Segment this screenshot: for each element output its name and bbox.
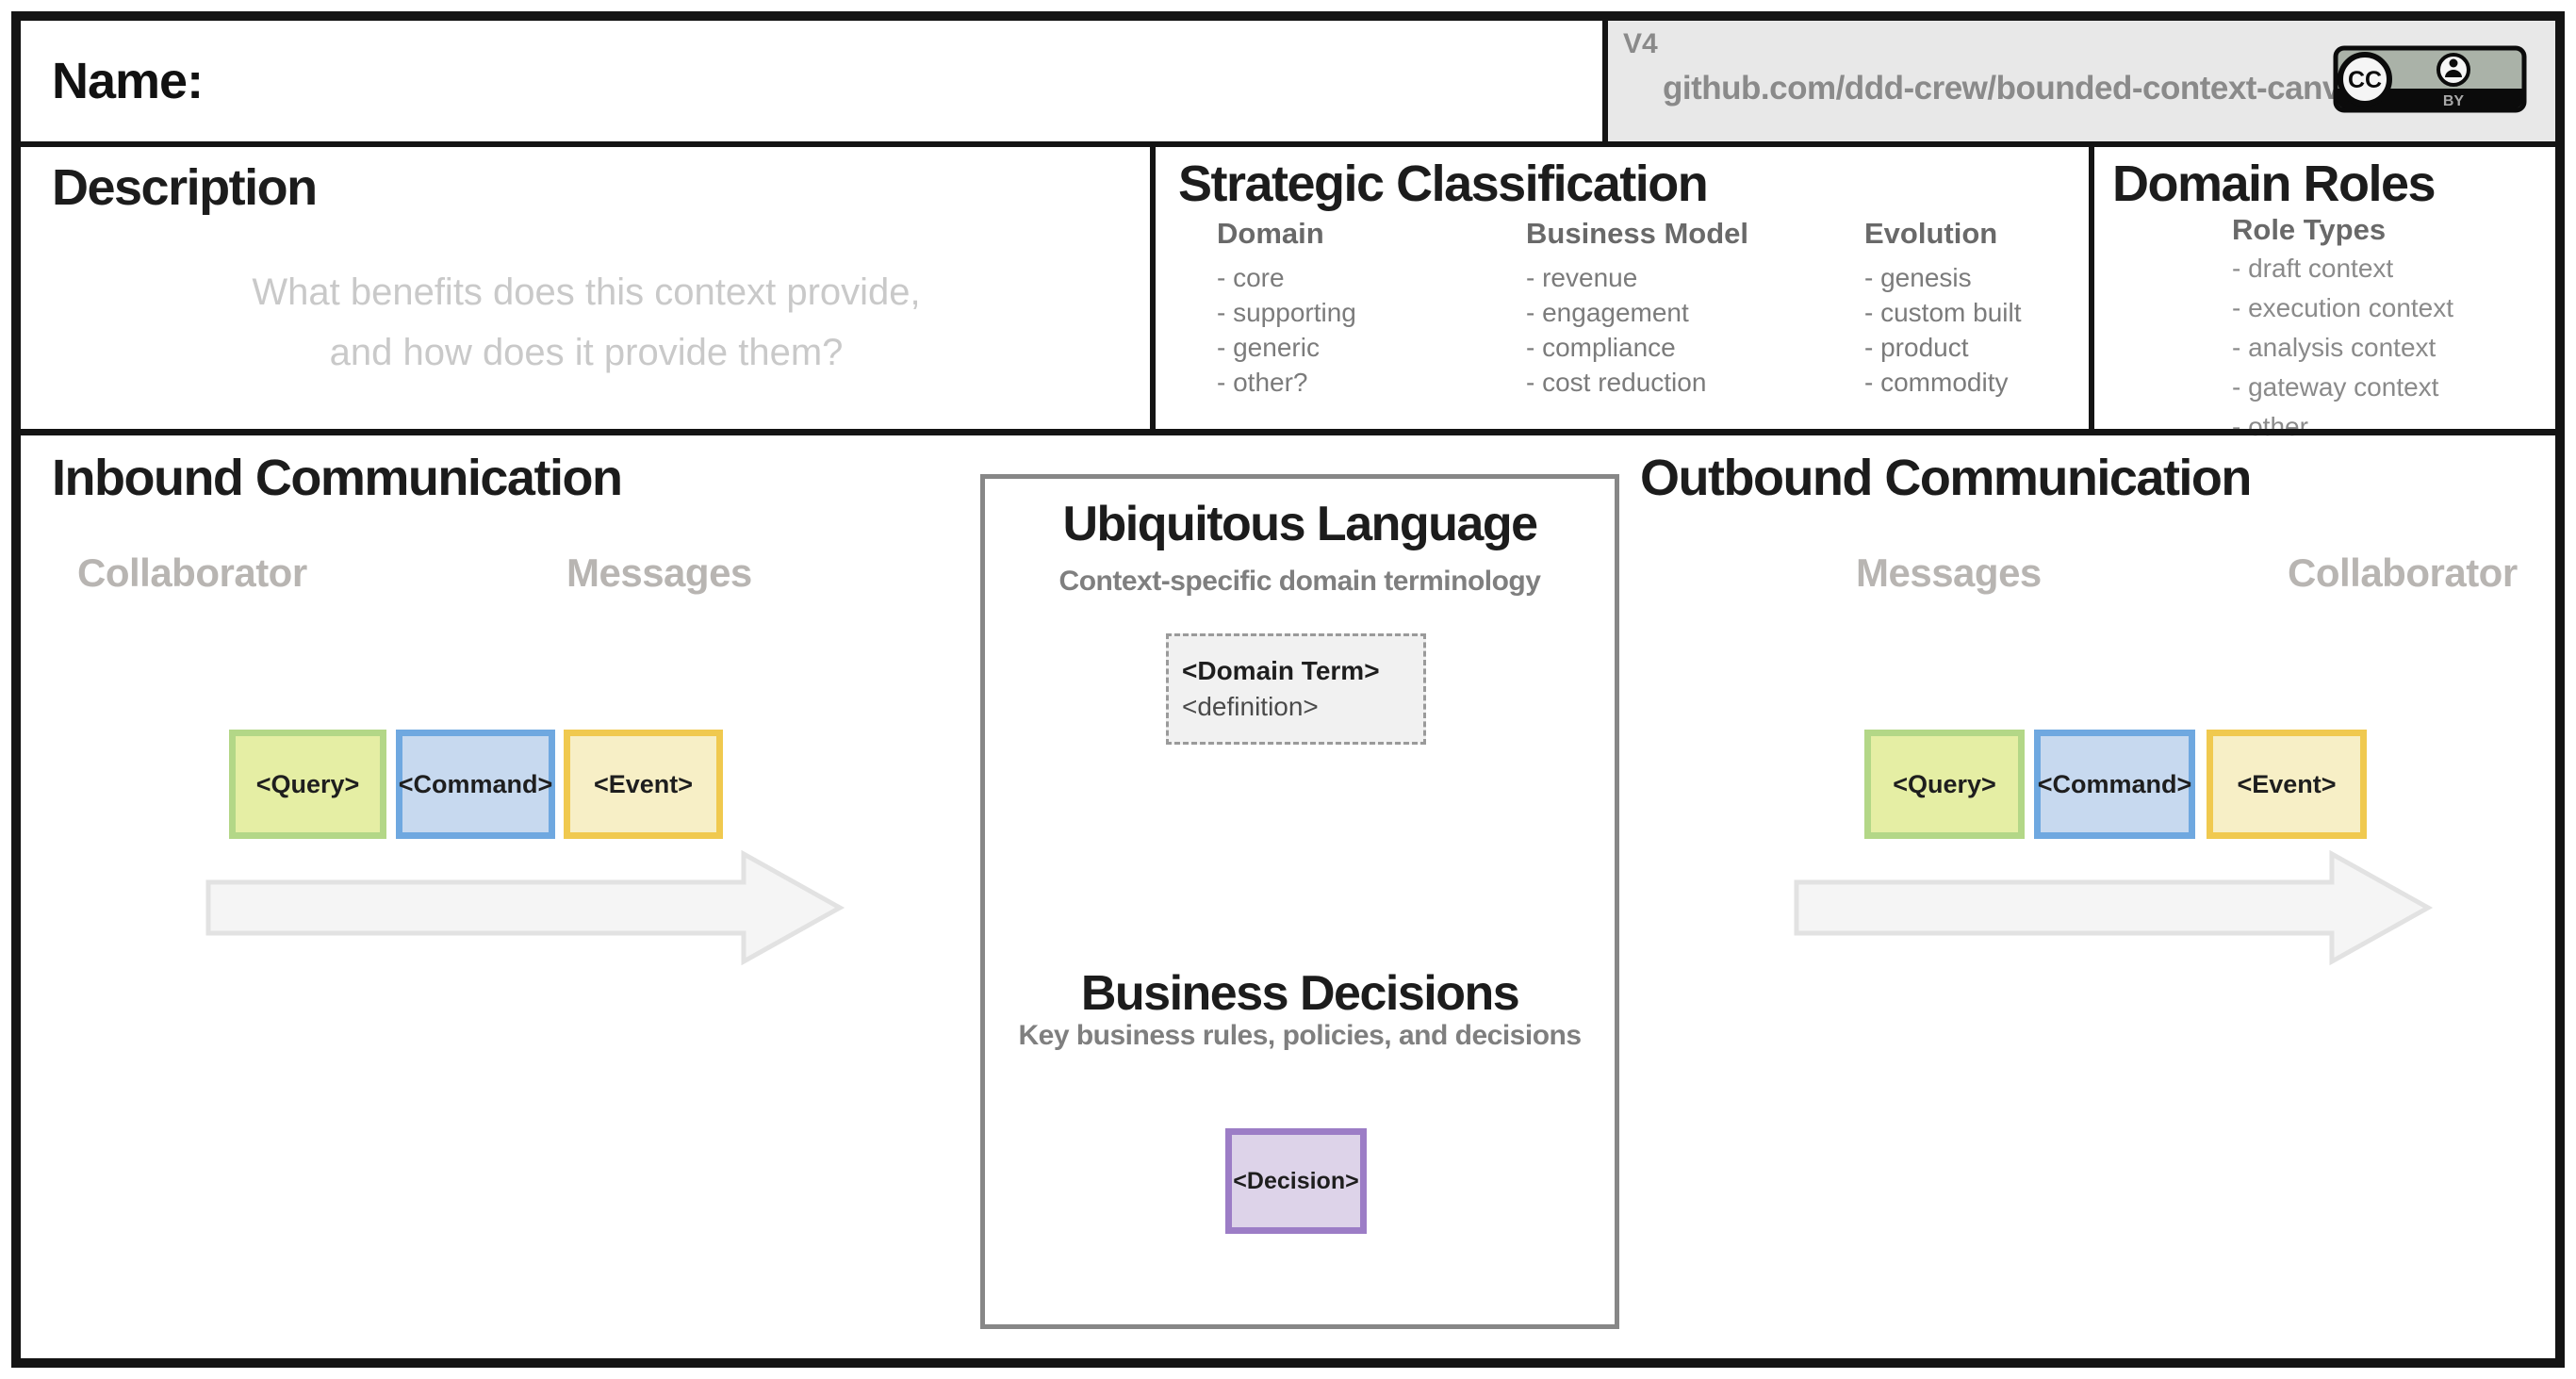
card-label: <Command>	[2037, 769, 2192, 798]
inbound-event-card[interactable]: <Event>	[564, 730, 723, 839]
strategic-column-domain: Domain - core - supporting - generic - o…	[1217, 217, 1356, 400]
list-item: - execution context	[2232, 293, 2454, 322]
inbound-messages-label: Messages	[566, 550, 752, 595]
list-item: - engagement	[1526, 298, 1689, 327]
list-item: - other	[2232, 412, 2308, 441]
cc-icon: CC	[2338, 52, 2392, 107]
description-placeholder: What benefits does this context provide,…	[58, 262, 1114, 383]
business-decisions-subtitle: Key business rules, policies, and decisi…	[1018, 1020, 1582, 1051]
list-item: - genesis	[1864, 263, 1972, 292]
version-info-box: V4 github.com/ddd-crew/bounded-context-c…	[1608, 21, 2555, 141]
card-label: <Query>	[255, 769, 360, 798]
inbound-command-card[interactable]: <Command>	[396, 730, 555, 839]
list-item: - core	[1217, 263, 1285, 292]
inbound-communication-title: Inbound Communication	[52, 450, 623, 506]
column-heading: Domain	[1217, 217, 1324, 250]
list-item: - compliance	[1526, 333, 1676, 362]
list-item: - generic	[1217, 333, 1320, 362]
attribution-person-icon	[2437, 53, 2470, 87]
name-field-label: Name:	[52, 53, 204, 109]
business-decisions-title: Business Decisions	[1080, 966, 1520, 1021]
list-item: - cost reduction	[1526, 368, 1707, 397]
list-item: - other?	[1217, 368, 1308, 397]
divider	[1602, 21, 1608, 147]
list-item: - commodity	[1864, 368, 2009, 397]
divider	[21, 141, 2555, 147]
inbound-collaborator-label: Collaborator	[77, 550, 307, 595]
ubiquitous-language-subtitle: Context-specific domain terminology	[1058, 566, 1541, 597]
domain-term-definition: <definition>	[1182, 692, 1319, 721]
inbound-query-card[interactable]: <Query>	[229, 730, 386, 839]
divider	[2089, 147, 2094, 429]
list-item: - revenue	[1526, 263, 1638, 292]
svg-text:CC: CC	[2348, 67, 2382, 93]
outbound-messages-label: Messages	[1856, 550, 2042, 595]
domain-roles-title: Domain Roles	[2112, 156, 2437, 212]
description-placeholder-line2: and how does it provide them?	[329, 332, 844, 373]
strategic-column-business-model: Business Model - revenue - engagement - …	[1526, 217, 1748, 400]
outbound-flow-arrow-icon	[1794, 849, 2434, 966]
center-panel: Ubiquitous Language Context-specific dom…	[980, 474, 1619, 1329]
outbound-query-card[interactable]: <Query>	[1864, 730, 2025, 839]
divider	[1150, 147, 1156, 429]
canvas-border: Name: V4 github.com/ddd-crew/bounded-con…	[11, 11, 2565, 1368]
column-heading: Evolution	[1864, 217, 1998, 250]
strategic-column-evolution: Evolution - genesis - custom built - pro…	[1864, 217, 2022, 400]
card-label: <Command>	[398, 769, 553, 798]
cc-by-license-badge[interactable]: CC BY	[2333, 45, 2527, 113]
card-label: <Query>	[1893, 769, 1996, 798]
list-item: - custom built	[1864, 298, 2022, 327]
list-item: - product	[1864, 333, 1969, 362]
description-title: Description	[52, 159, 318, 216]
outbound-event-card[interactable]: <Event>	[2207, 730, 2367, 839]
version-label: V4	[1623, 28, 1658, 59]
strategic-classification-title: Strategic Classification	[1178, 156, 1709, 212]
description-placeholder-line1: What benefits does this context provide,	[252, 271, 921, 313]
list-item: - gateway context	[2232, 372, 2439, 402]
outbound-command-card[interactable]: <Command>	[2034, 730, 2195, 839]
card-label: <Decision>	[1233, 1167, 1359, 1194]
card-label: <Event>	[593, 769, 694, 798]
inbound-flow-arrow-icon	[205, 849, 845, 966]
role-types-list: Role Types - draft context - execution c…	[2232, 213, 2453, 447]
domain-term-label: <Domain Term>	[1182, 656, 1380, 685]
list-item: - supporting	[1217, 298, 1356, 327]
repo-link[interactable]: github.com/ddd-crew/bounded-context-canv…	[1663, 70, 2376, 107]
card-label: <Event>	[2237, 769, 2337, 798]
ubiquitous-language-title: Ubiquitous Language	[1062, 497, 1538, 551]
domain-term-card[interactable]: <Domain Term> <definition>	[1166, 633, 1426, 745]
column-heading: Business Model	[1526, 217, 1748, 250]
outbound-collaborator-label: Collaborator	[2288, 550, 2518, 595]
list-item: - analysis context	[2232, 333, 2437, 362]
outbound-communication-title: Outbound Communication	[1640, 450, 2252, 506]
divider	[21, 429, 2555, 435]
list-item: - draft context	[2232, 254, 2394, 283]
badge-by-label: BY	[2443, 93, 2465, 109]
decision-card[interactable]: <Decision>	[1225, 1128, 1367, 1234]
role-types-heading: Role Types	[2232, 213, 2387, 246]
